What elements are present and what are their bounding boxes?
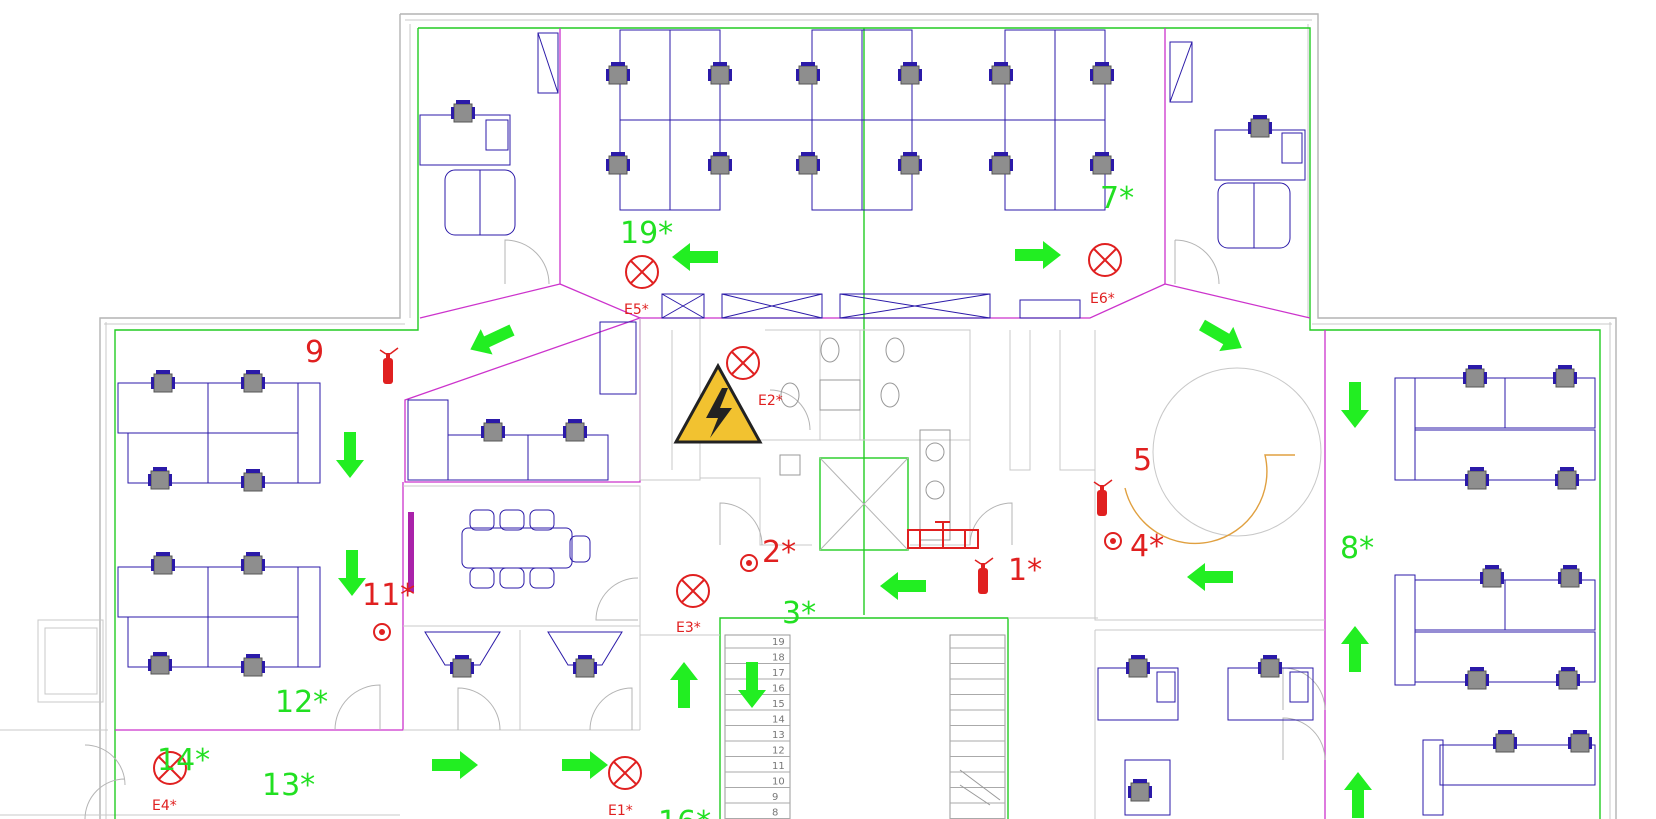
emergency-exit-icon xyxy=(608,756,642,790)
emergency-exit-icon xyxy=(625,255,659,289)
stair-step-number: 16 xyxy=(772,684,785,695)
stair-step-number: 15 xyxy=(772,699,785,710)
offices-southeast xyxy=(1097,654,1314,816)
stair-step-number: 13 xyxy=(772,730,785,741)
room-label-r14: 14* xyxy=(157,743,210,778)
restroom-fixtures xyxy=(779,337,951,541)
electrical-hazard-icon xyxy=(673,362,763,444)
assembly-point-icon xyxy=(373,623,391,641)
stair-step-number: 11 xyxy=(772,761,785,772)
evacuation-arrow-icon xyxy=(464,317,518,363)
stair-step-number: 9 xyxy=(772,792,778,803)
stair-step-number: 12 xyxy=(772,746,785,757)
emergency-exits: E5* E6* E2* E3* E1* E4* xyxy=(152,243,1122,819)
emergency-exit-icon xyxy=(726,346,760,380)
exit-label-E6: E6* xyxy=(1090,291,1115,307)
evacuation-arrow-icon xyxy=(1015,241,1061,269)
stair-step-number: 8 xyxy=(772,808,778,819)
stair-step-number: 17 xyxy=(772,668,785,679)
fire-extinguisher-icon xyxy=(1093,479,1113,517)
evacuation-arrow-icon xyxy=(880,572,926,600)
evacuation-arrow-icon xyxy=(1341,382,1369,428)
workstations-east xyxy=(1394,364,1596,816)
workstations-north xyxy=(605,29,1115,211)
storage-cabinets xyxy=(537,32,1193,395)
room-label-r7: 7* xyxy=(1100,181,1134,216)
exit-label-E5: E5* xyxy=(624,302,649,318)
stair-step-number: 19 xyxy=(772,637,785,648)
conference-table xyxy=(461,509,591,589)
evacuation-arrow-icon xyxy=(738,662,766,708)
emergency-exit-icon xyxy=(1088,243,1122,277)
room-label-r16: 16* xyxy=(658,805,711,819)
evacuation-arrow-icon xyxy=(1195,312,1249,361)
room-labels: 19* 7* 9 5 8* 2* 4* 1* 11* 3* 12* 14* 13* 16* xyxy=(157,181,1374,819)
room-label-r2: 2* xyxy=(762,535,796,570)
fire-extinguisher-icon xyxy=(379,347,399,385)
exit-label-E2: E2* xyxy=(758,393,783,409)
evacuation-arrow-icon xyxy=(432,751,478,779)
evacuation-arrow-icon xyxy=(336,432,364,478)
room-label-r12: 12* xyxy=(275,685,328,720)
evacuation-arrow-icon xyxy=(672,243,718,271)
evacuation-arrow-icon xyxy=(670,662,698,708)
stair-step-number: 18 xyxy=(772,653,785,664)
stair-step-number: 10 xyxy=(772,777,785,788)
partitions xyxy=(115,28,1326,819)
room-label-r1: 1* xyxy=(1008,553,1042,588)
exit-label-E4: E4* xyxy=(152,798,177,814)
workstations-west xyxy=(117,369,321,677)
room-label-r5: 5 xyxy=(1133,443,1152,478)
exit-label-E1: E1* xyxy=(608,803,633,819)
office-west-inner xyxy=(407,399,609,481)
office-northwest xyxy=(419,99,516,236)
fire-hose-icon xyxy=(907,521,979,549)
room-label-r19: 19* xyxy=(620,216,673,251)
evacuation-arrow-icon xyxy=(562,751,608,779)
assembly-point-icon xyxy=(740,554,758,572)
evacuation-arrow-icon xyxy=(1187,563,1233,591)
room-label-r4: 4* xyxy=(1130,529,1164,564)
room-label-r3: 3* xyxy=(782,596,816,631)
room-label-r9: 9 xyxy=(305,335,324,370)
fire-extinguisher-icon xyxy=(974,557,994,595)
office-northeast xyxy=(1214,114,1306,249)
evacuation-zones xyxy=(114,27,1601,819)
staircase: 19181716151413121110987 xyxy=(724,634,1006,819)
exterior-walls xyxy=(0,13,1617,819)
offices-southwest xyxy=(424,631,623,678)
emergency-exit-icon xyxy=(676,574,710,608)
room-label-r11: 11* xyxy=(362,578,415,613)
stair-step-number: 14 xyxy=(772,715,785,726)
exit-label-E3: E3* xyxy=(676,620,701,636)
assembly-point-icon xyxy=(1104,532,1122,550)
evacuation-arrow-icon xyxy=(1341,626,1369,672)
doors xyxy=(84,239,1326,819)
interior-walls xyxy=(403,318,1325,819)
room-label-r8: 8* xyxy=(1340,531,1374,566)
evacuation-arrow-icon xyxy=(1344,772,1372,818)
room-label-r13: 13* xyxy=(262,768,315,803)
